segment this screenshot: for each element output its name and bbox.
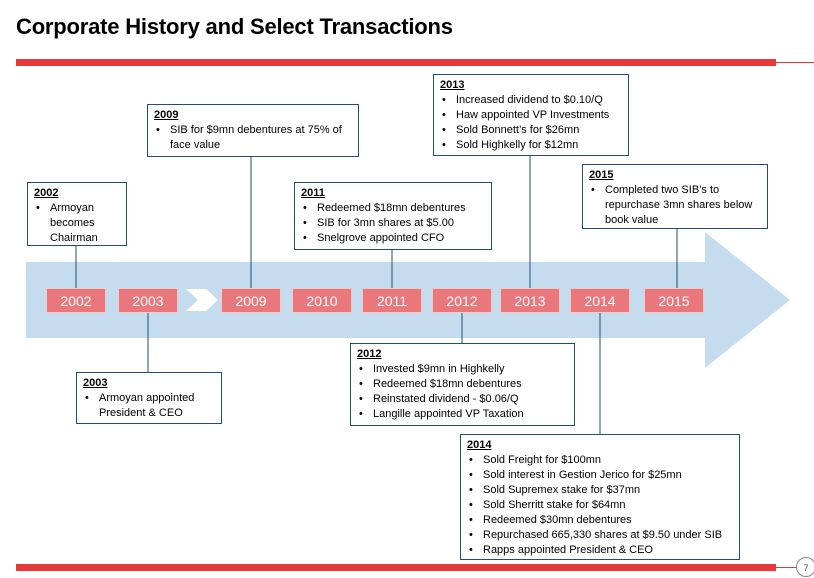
bottom-thin-rule bbox=[776, 567, 796, 568]
event-item: Invested $9mn in Highkelly bbox=[359, 362, 568, 377]
event-item: Completed two SIB’s to repurchase 3mn sh… bbox=[591, 183, 761, 228]
event-item: Sold Freight for $100mn bbox=[469, 453, 733, 468]
event-box-2003: 2003 Armoyan appointed President & CEO bbox=[76, 372, 222, 424]
event-item: Rapps appointed President & CEO bbox=[469, 543, 733, 558]
event-item: SIB for $9mn debentures at 75% of face v… bbox=[156, 123, 352, 153]
event-heading: 2013 bbox=[440, 79, 465, 91]
event-item: Snelgrove appointed CFO bbox=[303, 231, 485, 246]
bottom-red-rule bbox=[16, 564, 776, 571]
event-box-2014: 2014 Sold Freight for $100mn Sold intere… bbox=[460, 434, 740, 560]
year-2002: 2002 bbox=[46, 288, 106, 313]
skip-chevron bbox=[186, 289, 218, 311]
event-item: Reinstated dividend - $0.06/Q bbox=[359, 392, 568, 407]
page-number: 7 bbox=[796, 557, 814, 577]
event-item: Armoyan appointed President & CEO bbox=[85, 391, 215, 421]
year-2012: 2012 bbox=[432, 288, 492, 313]
event-item: Sold Bonnett’s for $26mn bbox=[442, 123, 622, 138]
event-box-2011: 2011 Redeemed $18mn debentures SIB for 3… bbox=[294, 182, 492, 250]
event-item: SIB for 3mn shares at $5.00 bbox=[303, 216, 485, 231]
event-item: Sold Sherritt stake for $64mn bbox=[469, 498, 733, 513]
event-item: Sold interest in Gestion Jerico for $25m… bbox=[469, 468, 733, 483]
year-2013: 2013 bbox=[500, 288, 560, 313]
event-item: Langille appointed VP Taxation bbox=[359, 407, 568, 422]
year-2014: 2014 bbox=[570, 288, 630, 313]
event-box-2002: 2002 Armoyan becomes Chairman bbox=[27, 182, 127, 246]
top-thin-rule bbox=[776, 62, 814, 63]
top-red-rule bbox=[16, 59, 776, 66]
event-item: Increased dividend to $0.10/Q bbox=[442, 93, 622, 108]
event-item: Redeemed $18mn debentures bbox=[359, 377, 568, 392]
year-2011: 2011 bbox=[362, 288, 422, 313]
event-heading: 2014 bbox=[467, 439, 492, 451]
event-item: Sold Supremex stake for $37mn bbox=[469, 483, 733, 498]
event-item: Repurchased 665,330 shares at $9.50 unde… bbox=[469, 528, 733, 543]
event-item: Redeemed $18mn debentures bbox=[303, 201, 485, 216]
event-item: Armoyan becomes Chairman bbox=[36, 201, 120, 246]
year-2015: 2015 bbox=[644, 288, 704, 313]
event-heading: 2015 bbox=[589, 169, 614, 181]
page-title: Corporate History and Select Transaction… bbox=[16, 14, 453, 39]
event-box-2013: 2013 Increased dividend to $0.10/Q Haw a… bbox=[433, 74, 629, 156]
year-2009: 2009 bbox=[221, 288, 281, 313]
event-box-2012: 2012 Invested $9mn in Highkelly Redeemed… bbox=[350, 343, 575, 426]
event-heading: 2012 bbox=[357, 348, 382, 360]
event-heading: 2011 bbox=[301, 187, 325, 199]
year-2010: 2010 bbox=[292, 288, 352, 313]
event-heading: 2003 bbox=[83, 377, 108, 389]
year-2003: 2003 bbox=[118, 288, 178, 313]
event-box-2015: 2015 Completed two SIB’s to repurchase 3… bbox=[582, 164, 768, 229]
event-item: Redeemed $30mn debentures bbox=[469, 513, 733, 528]
event-heading: 2002 bbox=[34, 187, 59, 199]
event-heading: 2009 bbox=[154, 109, 179, 121]
event-box-2009: 2009 SIB for $9mn debentures at 75% of f… bbox=[147, 104, 359, 157]
event-item: Sold Highkelly for $12mn bbox=[442, 138, 622, 153]
event-item: Haw appointed VP Investments bbox=[442, 108, 622, 123]
